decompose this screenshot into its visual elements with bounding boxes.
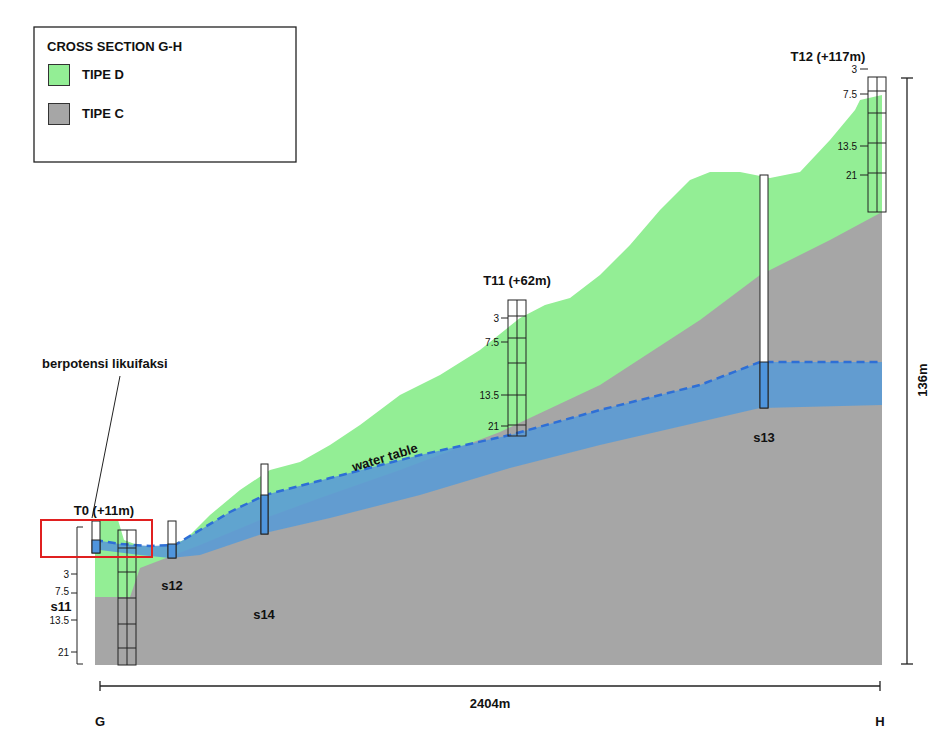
diagram-label: H <box>875 715 884 729</box>
diagram-label: 2404m <box>470 697 510 711</box>
borehole-t11 <box>508 300 526 436</box>
diagram-label: 7.5 <box>55 586 69 597</box>
legend-text: TIPE D <box>82 68 124 82</box>
diagram-label: 13.5 <box>480 390 499 401</box>
diagram-label: berpotensi likuifaksi <box>42 357 168 371</box>
leader-line <box>92 376 120 518</box>
borehole-t0 <box>118 530 136 665</box>
legend-swatch <box>48 103 70 125</box>
soil-layer-d <box>95 95 882 665</box>
borehole-t12 <box>868 77 886 212</box>
diagram-label: 13.5 <box>50 615 69 626</box>
diagram-label: s12 <box>161 579 183 593</box>
diagram-label: water table <box>350 441 419 475</box>
diagram-label: 3 <box>493 313 499 324</box>
legend-swatch <box>48 64 70 86</box>
diagram-label: 21 <box>58 647 69 658</box>
diagram-label: s13 <box>753 431 775 445</box>
diagram-label: 21 <box>488 421 499 432</box>
diagram-label: s14 <box>253 608 275 622</box>
diagram-label: T0 (+11m) <box>74 504 134 518</box>
water-table-line <box>95 362 882 546</box>
diagram-label: 3 <box>851 64 857 75</box>
legend-title: CROSS SECTION G-H <box>47 40 182 54</box>
diagram-label: 13.5 <box>838 141 857 152</box>
diagram-label: 7.5 <box>843 89 857 100</box>
diagram-label: 21 <box>846 170 857 181</box>
standpipes <box>92 175 768 558</box>
diagram-label: T11 (+62m) <box>483 274 551 288</box>
diagram-label: T12 (+117m) <box>791 50 866 64</box>
diagram-label: 7.5 <box>485 337 499 348</box>
legend-frame <box>34 27 296 162</box>
diagram-label: s11 <box>51 600 72 614</box>
diagram-label: 136m <box>916 363 930 396</box>
legend-text: TIPE C <box>82 107 124 121</box>
dimension-lines <box>100 78 913 691</box>
diagram-label: 3 <box>63 569 69 580</box>
groundwater-band <box>95 362 882 558</box>
diagram-label: G <box>95 715 105 729</box>
callout-box <box>41 520 152 557</box>
